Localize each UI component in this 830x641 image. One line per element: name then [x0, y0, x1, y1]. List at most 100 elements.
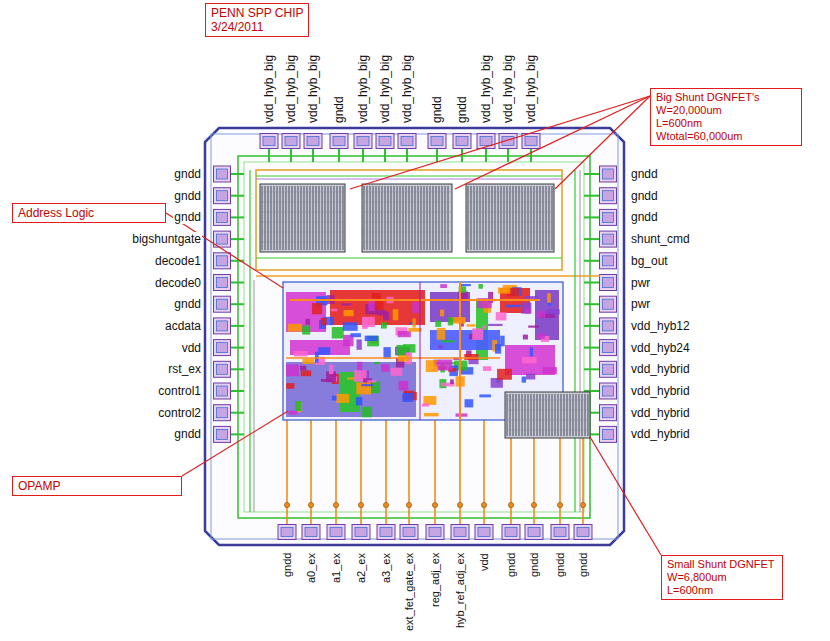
gate-finger [516, 394, 517, 436]
logic-cell [321, 318, 327, 325]
chip-outline [205, 128, 624, 545]
gate-finger [540, 394, 541, 436]
gate-finger [427, 186, 428, 250]
pin-label: hyb_ref_adj_ex [453, 552, 467, 629]
metal-strap [467, 192, 553, 193]
logic-cell [362, 317, 375, 327]
bus-line [574, 170, 575, 512]
pad-wire [338, 149, 340, 162]
signal-wire [459, 420, 461, 524]
logic-cell [294, 351, 308, 356]
pin-label: vdd_hybrid [630, 362, 691, 376]
bond-pad [377, 525, 395, 540]
gate-finger [537, 394, 538, 436]
gate-finger [394, 186, 395, 250]
gate-finger [319, 186, 320, 250]
gate-finger [570, 394, 571, 436]
logic-cell [526, 374, 535, 380]
gate-finger [534, 186, 535, 250]
gate-finger [292, 186, 293, 250]
leader-line [350, 96, 650, 189]
gate-finger [528, 394, 529, 436]
pin-label: gndd [576, 552, 590, 578]
pad-wire [584, 260, 599, 262]
logic-cell [496, 312, 507, 320]
logic-cell [295, 401, 301, 411]
bond-pad [214, 361, 231, 377]
signal-wire [360, 420, 362, 524]
bond-pad [600, 318, 617, 334]
bond-pad-opening [217, 212, 228, 222]
bond-pad [400, 525, 418, 540]
bond-pad [278, 525, 296, 540]
pin-label: decode1 [154, 254, 202, 268]
pin-label: rst_ex [167, 362, 202, 376]
logic-cell [302, 359, 314, 364]
pin-label: gndd [173, 427, 202, 441]
via-dot [580, 502, 585, 507]
bond-pad-opening [379, 137, 391, 146]
via-dot [557, 502, 562, 507]
pin-label: vdd_hybrid [630, 384, 691, 398]
pad-wire [584, 173, 599, 175]
logic-cell [312, 303, 322, 314]
logic-cell [438, 345, 443, 349]
metal-strap [261, 212, 344, 213]
gate-finger [373, 186, 374, 250]
bus-line [254, 280, 255, 512]
metal-strap [467, 232, 553, 233]
bond-pad-opening [217, 321, 228, 331]
bond-pad-opening [577, 528, 589, 537]
callout-text: L=600nm [667, 584, 777, 597]
logic-cell [422, 403, 429, 406]
gate-finger [301, 186, 302, 250]
logic-cell [461, 284, 471, 286]
pin-label: gndd [527, 552, 541, 578]
signal-wire [408, 420, 410, 524]
logic-cell [456, 413, 468, 416]
gate-finger [528, 186, 529, 250]
gate-finger [555, 394, 556, 436]
gate-finger [531, 394, 532, 436]
metal-strap [363, 242, 451, 243]
gate-finger [468, 186, 469, 250]
gate-finger [268, 186, 269, 250]
pin-label: acdata [164, 319, 202, 333]
gate-finger [280, 186, 281, 250]
gate-finger [582, 394, 583, 436]
gate-finger [546, 186, 547, 250]
bond-pad [214, 253, 231, 269]
bond-pad-opening [603, 364, 614, 374]
pad-wire [231, 412, 244, 414]
bond-pad [600, 166, 617, 182]
bus-line [256, 175, 562, 176]
bond-pad [428, 134, 446, 149]
gate-finger [525, 394, 526, 436]
metal-strap [261, 232, 344, 233]
gate-finger [552, 394, 553, 436]
logic-cell [437, 328, 446, 340]
gate-finger [510, 394, 511, 436]
bond-pad-opening [454, 528, 466, 537]
via-dot [531, 502, 536, 507]
gate-finger [543, 394, 544, 436]
logic-cell [424, 413, 439, 416]
metal-strap [363, 212, 451, 213]
logic-cell [383, 347, 390, 359]
pad-wire [406, 149, 408, 162]
bond-pad [600, 361, 617, 377]
pad-wire [231, 390, 244, 392]
callout-text: W=20,000um [656, 104, 796, 117]
metal-strap [363, 232, 451, 233]
logic-cell [435, 321, 441, 327]
logic-cell [488, 324, 503, 326]
logic-cell [368, 300, 374, 311]
gate-finger [507, 186, 508, 250]
pin-label: gndd [173, 210, 202, 224]
gate-finger [504, 186, 505, 250]
logic-cell [450, 379, 454, 384]
gate-finger [283, 186, 284, 250]
bond-pad-opening [217, 169, 228, 179]
signal-wire [286, 357, 500, 359]
